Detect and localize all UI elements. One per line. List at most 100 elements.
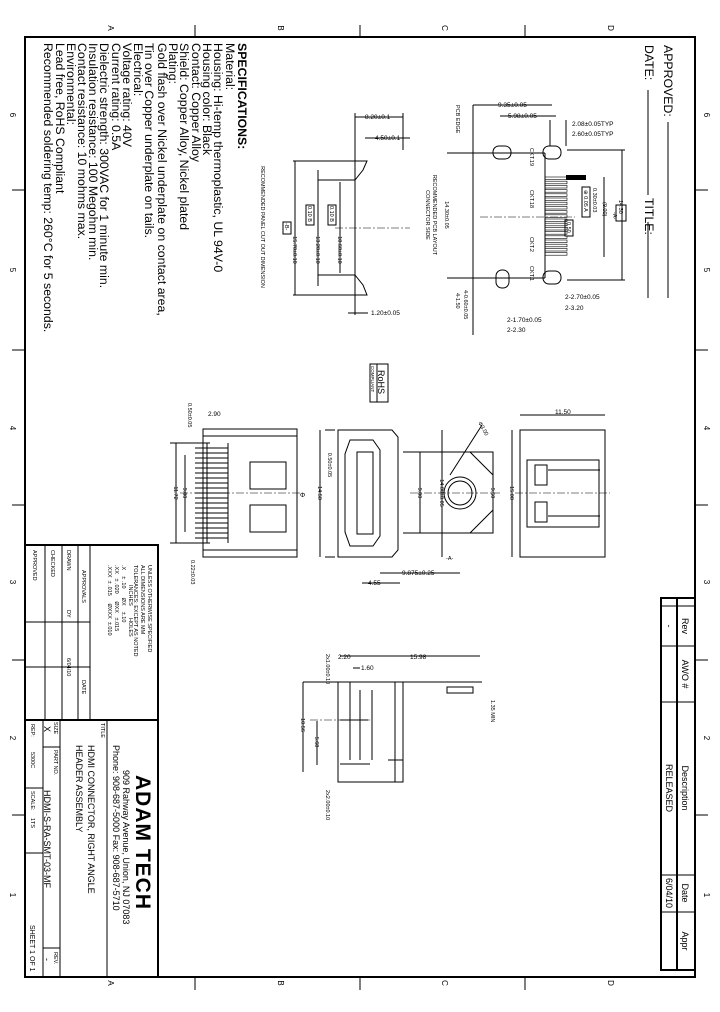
pcb-pad <box>544 180 568 185</box>
panel-cutout-view <box>282 113 410 315</box>
sheet-number: SHEET 1 OF 1 <box>28 925 35 972</box>
zone-letter-top: D <box>606 25 615 31</box>
customer-approval-block: APPROVED: DATE: TITLE: <box>642 45 675 298</box>
dim-label: 1.20±0.05 <box>371 310 400 317</box>
dim-label: 14.30 <box>617 200 623 214</box>
pcb-pad <box>544 231 568 235</box>
flatness-tolerance: 0.10 B <box>306 206 312 222</box>
zone-letter-bottom: D <box>606 980 615 986</box>
dim-label: 13.20±0.10 <box>314 236 320 264</box>
spec-line: SPECIFICATIONS: <box>235 43 249 149</box>
spec-line: Tin over Copper underplate on tails. <box>142 43 156 238</box>
spec-line: Dielectric strength: 300VAC for 1 minute… <box>97 43 111 288</box>
dim-label: 4.50±0.1 <box>375 135 401 142</box>
dim-label: 2-2.70±0.05 <box>565 294 600 301</box>
dim-label: 10.60±0.10 <box>336 236 342 264</box>
circuit-label: CKT.19 <box>528 148 534 166</box>
zone-number-left: 1 <box>8 893 17 898</box>
part-number: HDMI-S-RA-SMT-03-MF <box>42 790 52 888</box>
title-label: TITLE: <box>642 198 656 235</box>
tolerance-line: .XX ± .020 ØXX ±.015 <box>113 565 119 631</box>
pcb-pad <box>544 176 568 180</box>
approvals-header: APPROVALS <box>80 570 86 603</box>
description-value: RELEASED <box>664 764 674 813</box>
circuit-label: CKT.2 <box>528 237 534 252</box>
specifications: SPECIFICATIONS:Material:Housing: Hi-temp… <box>41 43 249 332</box>
pcb-pad <box>544 185 568 189</box>
scale-label: SCALE: <box>29 791 35 811</box>
spec-line: Contact: Copper Alloy <box>189 43 203 163</box>
dim-label: 8.20±0.1 <box>365 114 391 121</box>
view-caption: RECOMMENDED PCB LAYOUT <box>431 175 437 256</box>
dim-label: 9.00 <box>181 488 187 499</box>
drawn-by: DY <box>65 610 71 618</box>
zone-letter-bottom: C <box>440 980 449 986</box>
pcb-pad <box>544 189 568 193</box>
svg-text:RoHS: RoHS <box>376 370 386 394</box>
zone-number-right: 2 <box>702 736 711 741</box>
dim-label: 11.72 <box>172 486 178 499</box>
pcb-pad <box>544 197 568 201</box>
pcb-pad <box>544 218 568 222</box>
approved-label: APPROVED: <box>661 45 675 117</box>
spec-line: Material: <box>223 43 237 90</box>
rev-value: - <box>664 625 674 628</box>
company-address: 909 Rahway Avenue, Union, NJ 07083 <box>121 770 131 924</box>
dim-label: 4-0.60±0.05 <box>462 290 468 319</box>
part-no-label: PART NO. <box>52 750 58 776</box>
panel-cutout-dimensions: 8.20±0.1 4.50±0.1 15.70±0.10 13.20±0.10 … <box>259 114 401 317</box>
scale-value: 1TS <box>29 818 35 828</box>
flatness-tolerance: 0.10 B <box>328 206 334 222</box>
spec-line: Contact resistance: 10 mohms max. <box>75 43 89 239</box>
zone-number-right: 4 <box>702 426 711 431</box>
dim-label: 2.08±0.05TYP <box>572 121 614 128</box>
pcb-pad <box>544 252 568 256</box>
dim-label: 11.50 <box>555 409 571 416</box>
pcb-pad <box>544 239 568 243</box>
circuit-label: CKT.18 <box>528 190 534 208</box>
pcb-pad <box>544 206 568 210</box>
dim-label: (9.00) <box>601 202 607 217</box>
zone-ticks <box>12 25 708 990</box>
awo-header: AWO # <box>680 660 690 689</box>
dim-label: 15.70±0.10 <box>291 236 297 264</box>
pcb-pad <box>544 210 568 214</box>
top-view-dimensions: 11.50 15.00 <box>508 409 571 500</box>
dim-label: 0.50±0.05 <box>326 453 332 477</box>
dim-label: 2-1.70±0.05 <box>507 317 542 324</box>
pcb-pad <box>544 193 568 197</box>
revision-table: Rev AWO # Description Date Appr - RELEAS… <box>660 597 696 971</box>
dim-label: 0.22±0.03 <box>189 560 195 584</box>
pcb-pad <box>544 227 568 231</box>
dim-label: 2x2.00±0.10 <box>324 790 330 820</box>
zone-number-right: 1 <box>702 893 711 898</box>
zone-letter-bottom: B <box>276 980 285 985</box>
circuit-label: CKT.1 <box>528 266 534 281</box>
tolerance-line: ALL DIMENSIONS ARE MM <box>139 565 145 635</box>
dim-label: 2x1.00±0.10 <box>324 654 330 684</box>
rohs-compliant-logo: RoHS COMPLIANT <box>369 363 389 403</box>
spec-line: Insulation resistance: 100 Megohm min. <box>86 43 100 260</box>
dim-label: 15.00 <box>508 486 514 500</box>
zone-number-right: 3 <box>702 580 711 585</box>
tolerance-line: .XXX ± .015 ØXXX ±.010 <box>106 565 112 636</box>
pcb-edge-label: PCB EDGE <box>454 105 460 134</box>
drawn-date: 6/04/10 <box>65 658 71 676</box>
pcb-pad <box>544 201 568 206</box>
dim-label: 2.60±0.05TYP <box>572 131 614 138</box>
top-view <box>511 414 606 558</box>
checked-label: CHECKED <box>49 550 55 577</box>
zone-number-left: 6 <box>8 113 17 118</box>
dim-label: 9.00 <box>416 488 422 499</box>
pcb-layout-dimensions: 9.35±0.05 5.98±0.05 2.08±0.05TYP 2.60±0.… <box>424 102 623 334</box>
spec-line: Environmental: <box>64 43 78 125</box>
dim-label: Φ3.00 <box>476 421 489 437</box>
side-view-dimensions: 2.90 0.50±0.05 11.72 9.00 0.22±0.03 Φ <box>172 403 305 584</box>
approved-label: APPROVED <box>31 550 37 581</box>
dim-label: 2.90 <box>208 411 221 418</box>
zone-number-left: 3 <box>8 580 17 585</box>
size-value: X <box>42 726 52 732</box>
pcb-pad <box>544 222 568 227</box>
